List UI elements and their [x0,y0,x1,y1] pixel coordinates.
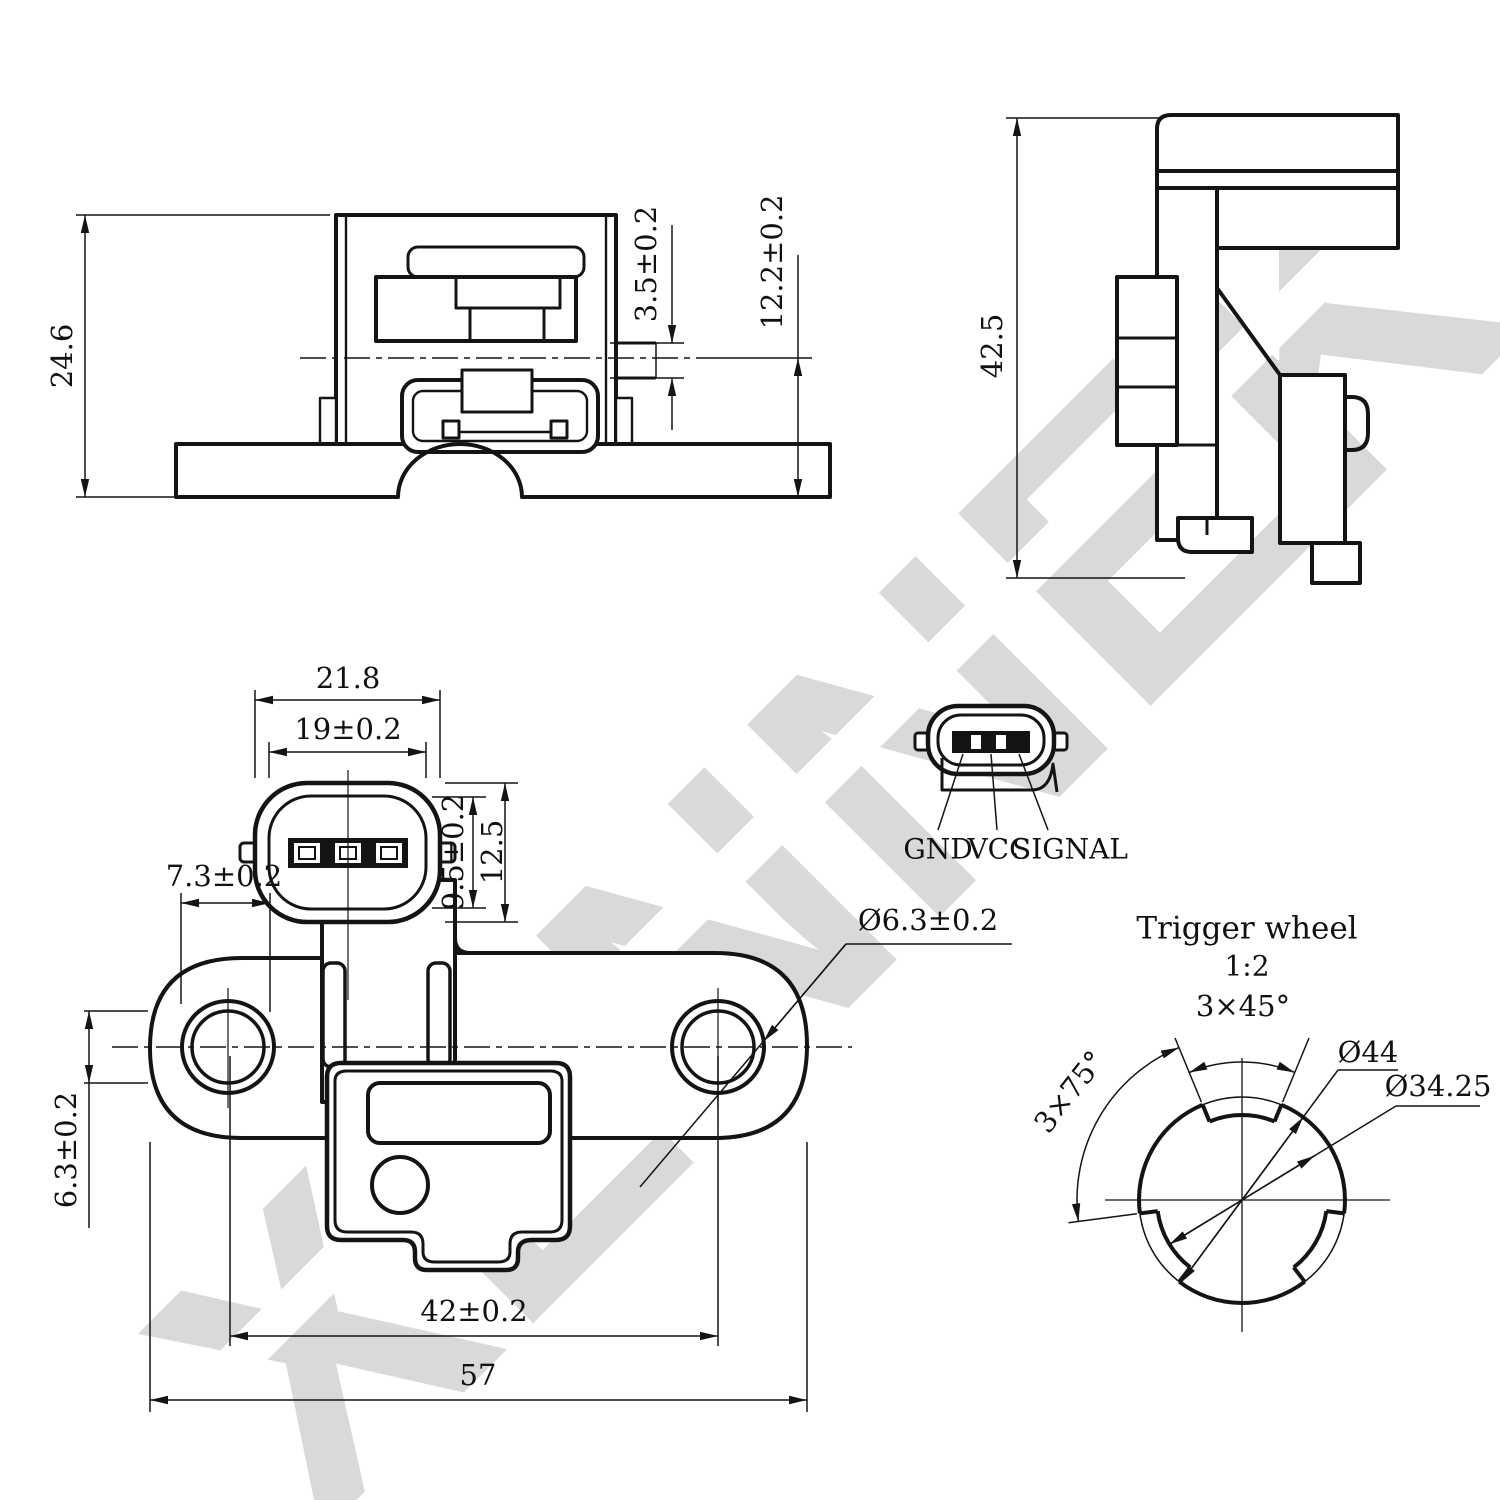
pin-contact-3 [380,846,398,860]
wheel-wall [1139,1209,1158,1216]
dim-text-conn-outer-width: 21.8 [316,661,381,695]
plan-prong-right [426,961,452,1069]
dim-12-5: 12.5 [445,782,518,923]
front-connector-tab-right [549,419,569,440]
dim-text-center-height: 12.2±0.2 [755,195,789,330]
wheel-wall [1292,1266,1307,1283]
dim-text-hole-dia: Ø6.3±0.2 [858,903,998,937]
dim-text-hole-edge: 7.3±0.2 [166,859,283,893]
dim-text-conn-outer-height: 12.5 [475,820,509,885]
dim-7-3: 7.3±0.2 [166,859,283,1012]
dim-9-5: 9.5±0.2 [432,794,486,911]
dim-text-dia-outer: Ø44 [1338,1035,1399,1069]
trigger-wheel-view: Trigger wheel 1:2 3×45° 3×75° [1027,911,1492,1332]
pin-label-gnd: GND [903,833,972,866]
plan-connector-outer [324,1060,573,1273]
dim-24-6: 24.6 [45,214,330,498]
wheel-wall [1272,1104,1284,1123]
plan-connector-hole [370,1155,430,1215]
dim-12-2: 12.2±0.2 [700,195,812,497]
side-probe-body [1278,373,1347,545]
front-view: 24.6 3.5±0.2 12.2±0.2 [45,195,832,499]
face-oval-inner [936,713,1046,767]
dim-notch-angle: 3×45° [1174,989,1310,1103]
dim-42: 42±0.2 [229,1056,719,1346]
dim-57: 57 [149,1142,808,1412]
side-flange-top [1155,113,1400,173]
wheel-notch-3 [1292,1210,1329,1269]
face-pin-bar [952,731,1030,753]
wheel-wall [1200,1104,1212,1123]
front-connector-key [460,368,534,414]
dim-19: 19±0.2 [268,712,427,778]
face-pins [952,731,1030,753]
front-ledge-left [318,396,338,446]
leader-gnd [937,753,964,831]
dim-text-tip-height: 3.5±0.2 [629,206,663,323]
front-flange [174,442,832,499]
connector-face-view: GND VCC SIGNAL [903,703,1128,866]
pin-label-vcc: VCC [966,833,1030,866]
dim-text-hole-spacing: 42±0.2 [420,1294,527,1328]
dim-text-conn-inner-width: 19±0.2 [294,712,401,746]
face-pin-gap-1 [971,735,981,749]
side-terminal-block [1115,275,1179,447]
dim-tooth-angle: 3×75° [1027,1044,1180,1224]
front-housing-step2 [468,306,546,343]
wheel-wall [1177,1266,1192,1283]
plan-view: 21.8 19±0.2 9.5±0.2 12.5 7.3±0.2 [49,661,1012,1412]
side-probe-bump [1345,395,1370,452]
wheel-notch-2 [1155,1210,1192,1269]
side-flange-band [1155,169,1400,190]
dim-dia-inner: Ø34.25 [1169,1069,1492,1245]
side-probe-tip [1310,541,1362,585]
wheel-wall [1326,1209,1345,1216]
trigger-wheel-title: Trigger wheel [1136,911,1357,947]
dim-text-hole-height: 6.3±0.2 [49,1092,83,1209]
pin-contact-1 [298,846,316,860]
plan-prong-left [321,961,347,1069]
dim-text-dia-inner: Ø34.25 [1385,1069,1492,1103]
wheel-tooth-1 [1137,1102,1204,1214]
dim-dia-outer: Ø44 [1180,1035,1399,1284]
dim-42-5: 42.5 [975,117,1185,579]
face-pin-gap-2 [996,735,1006,749]
trigger-wheel-scale: 1:2 [1224,950,1269,983]
wheel-tooth-3 [1280,1102,1347,1214]
side-diagonal [1215,286,1282,377]
pin-label-signal: SIGNAL [1012,833,1128,866]
dim-text-notch-angle: 3×45° [1196,989,1290,1023]
dim-text-total-width: 57 [460,1358,497,1392]
side-view: 42.5 [975,113,1400,585]
plan-connector-slot [366,1081,552,1145]
leader-signal [1018,753,1049,831]
dim-6-3: 6.3±0.2 [49,1010,148,1228]
dim-text-conn-inner-height: 9.5±0.2 [436,794,470,911]
front-ledge-right [614,396,634,446]
side-flange-lower [1215,186,1400,250]
side-foot [1176,516,1254,554]
dim-text-total-height: 24.6 [45,324,79,389]
dim-text-side-height: 42.5 [975,314,1009,379]
dim-21-8: 21.8 [254,661,441,778]
dim-hole-dia: Ø6.3±0.2 [639,903,1012,1188]
leader-vcc [990,753,998,831]
dim-3-5: 3.5±0.2 [610,206,684,430]
plan-body-step [453,937,523,955]
front-connector-tab-left [441,419,461,440]
dim-text-tooth-angle: 3×75° [1027,1044,1112,1139]
plan-connector-inner [333,1069,564,1264]
